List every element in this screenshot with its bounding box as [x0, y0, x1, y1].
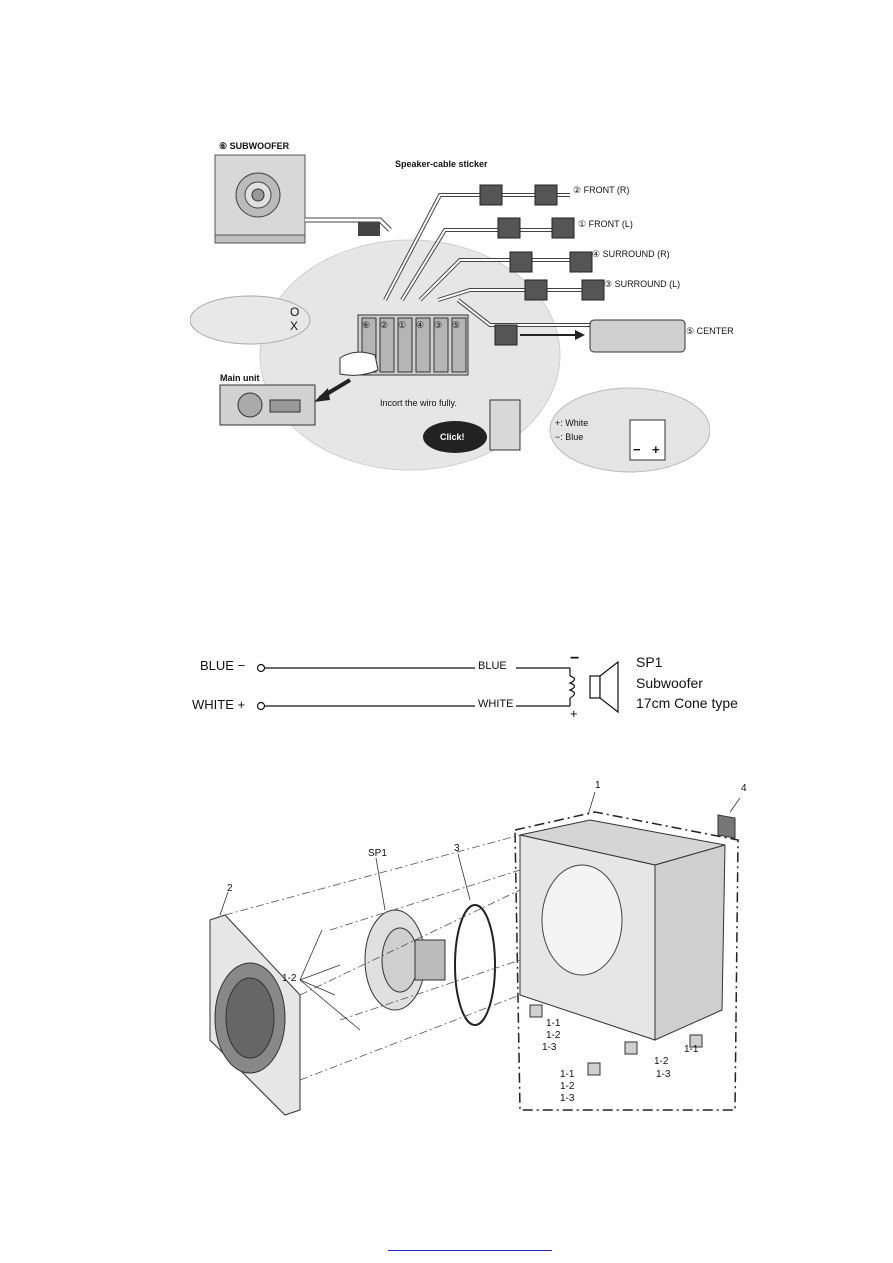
speaker-front-l-label: ① FRONT (L) [578, 219, 633, 229]
part-1-2-label: 1-2 [560, 1081, 575, 1092]
speaker-type-label: 17cm Cone type [636, 695, 738, 711]
plus-sign: + [652, 442, 660, 457]
part-4-label: 4 [741, 783, 747, 794]
part-1-label: 1 [595, 780, 601, 791]
baffle-illustration [209, 914, 301, 1116]
subwoofer-illustration [214, 154, 306, 244]
minus-sign: − [633, 442, 641, 457]
terminal-number: ⑥ [362, 320, 371, 330]
blue-terminal-label: BLUE − [200, 658, 246, 673]
terminal-number: ③ [434, 320, 443, 330]
insert-instruction: Incort the wiro fully. [380, 398, 457, 408]
white-wire-label: WHITE [478, 698, 514, 710]
terminal-number: ② [380, 320, 389, 330]
sticker-label: Speaker-cable sticker [395, 159, 488, 169]
connection-diagram: ⑥ SUBWOOFER Speaker-cable sticker ② FRON… [189, 130, 734, 480]
part-1-3-label: 1-3 [542, 1042, 557, 1053]
terminal-number: ④ [416, 320, 425, 330]
click-label: Click! [440, 432, 465, 442]
part-sp1-label: SP1 [368, 848, 387, 859]
plus-white-label: +: White [555, 418, 589, 428]
plus-sign: + [570, 706, 578, 721]
speaker-center-label: ⑤ CENTER [686, 326, 734, 336]
ok-symbol: O [290, 305, 300, 319]
speaker-name-label: Subwoofer [636, 675, 703, 691]
part-2-label: 2 [227, 883, 233, 894]
exploded-view: 1 2 3 4 SP1 1-2 1-1 1-2 1-3 1-1 1-2 1-3 … [190, 780, 760, 1130]
minus-sign: − [570, 650, 580, 667]
terminal-number: ① [398, 320, 407, 330]
part-1-1-label: 1-1 [684, 1044, 699, 1055]
part-1-1-label: 1-1 [560, 1069, 575, 1080]
subwoofer-label: ⑥ SUBWOOFER [219, 141, 290, 151]
minus-blue-label: −: Blue [555, 432, 584, 442]
wiring-diagram: BLUE − WHITE + BLUE WHITE − + SP1 Subwoo… [190, 650, 750, 725]
speaker-surround-l-label: ③ SURROUND (L) [604, 279, 681, 289]
speaker-id-label: SP1 [636, 654, 663, 670]
terminal-number: ⑤ [452, 320, 461, 330]
speaker-surround-r-label: ④ SURROUND (R) [592, 249, 670, 259]
part-1-2-label: 1-2 [282, 973, 297, 984]
exploded-illustration [209, 791, 741, 1116]
speaker-icon [589, 660, 619, 714]
cabinet-illustration [519, 819, 726, 1041]
woofer-illustration [364, 909, 446, 1011]
main-unit-illustration [219, 384, 316, 426]
connection-illustration [189, 154, 711, 473]
speaker-front-r-label: ② FRONT (R) [573, 185, 630, 195]
main-unit-label: Main unit [220, 373, 260, 383]
part-1-3-label: 1-3 [656, 1069, 671, 1080]
center-speaker-illustration [589, 319, 686, 353]
part-1-2-label: 1-2 [546, 1030, 561, 1041]
part-1-1-label: 1-1 [546, 1018, 561, 1029]
wiring-lines [256, 660, 619, 714]
part-3-label: 3 [454, 843, 460, 854]
white-terminal-label: WHITE + [192, 697, 246, 712]
part-1-2-label: 1-2 [654, 1056, 669, 1067]
ng-symbol: X [290, 319, 299, 333]
blue-wire-label: BLUE [478, 660, 507, 672]
part-1-3-label: 1-3 [560, 1093, 575, 1104]
footer-link[interactable] [388, 1240, 552, 1251]
